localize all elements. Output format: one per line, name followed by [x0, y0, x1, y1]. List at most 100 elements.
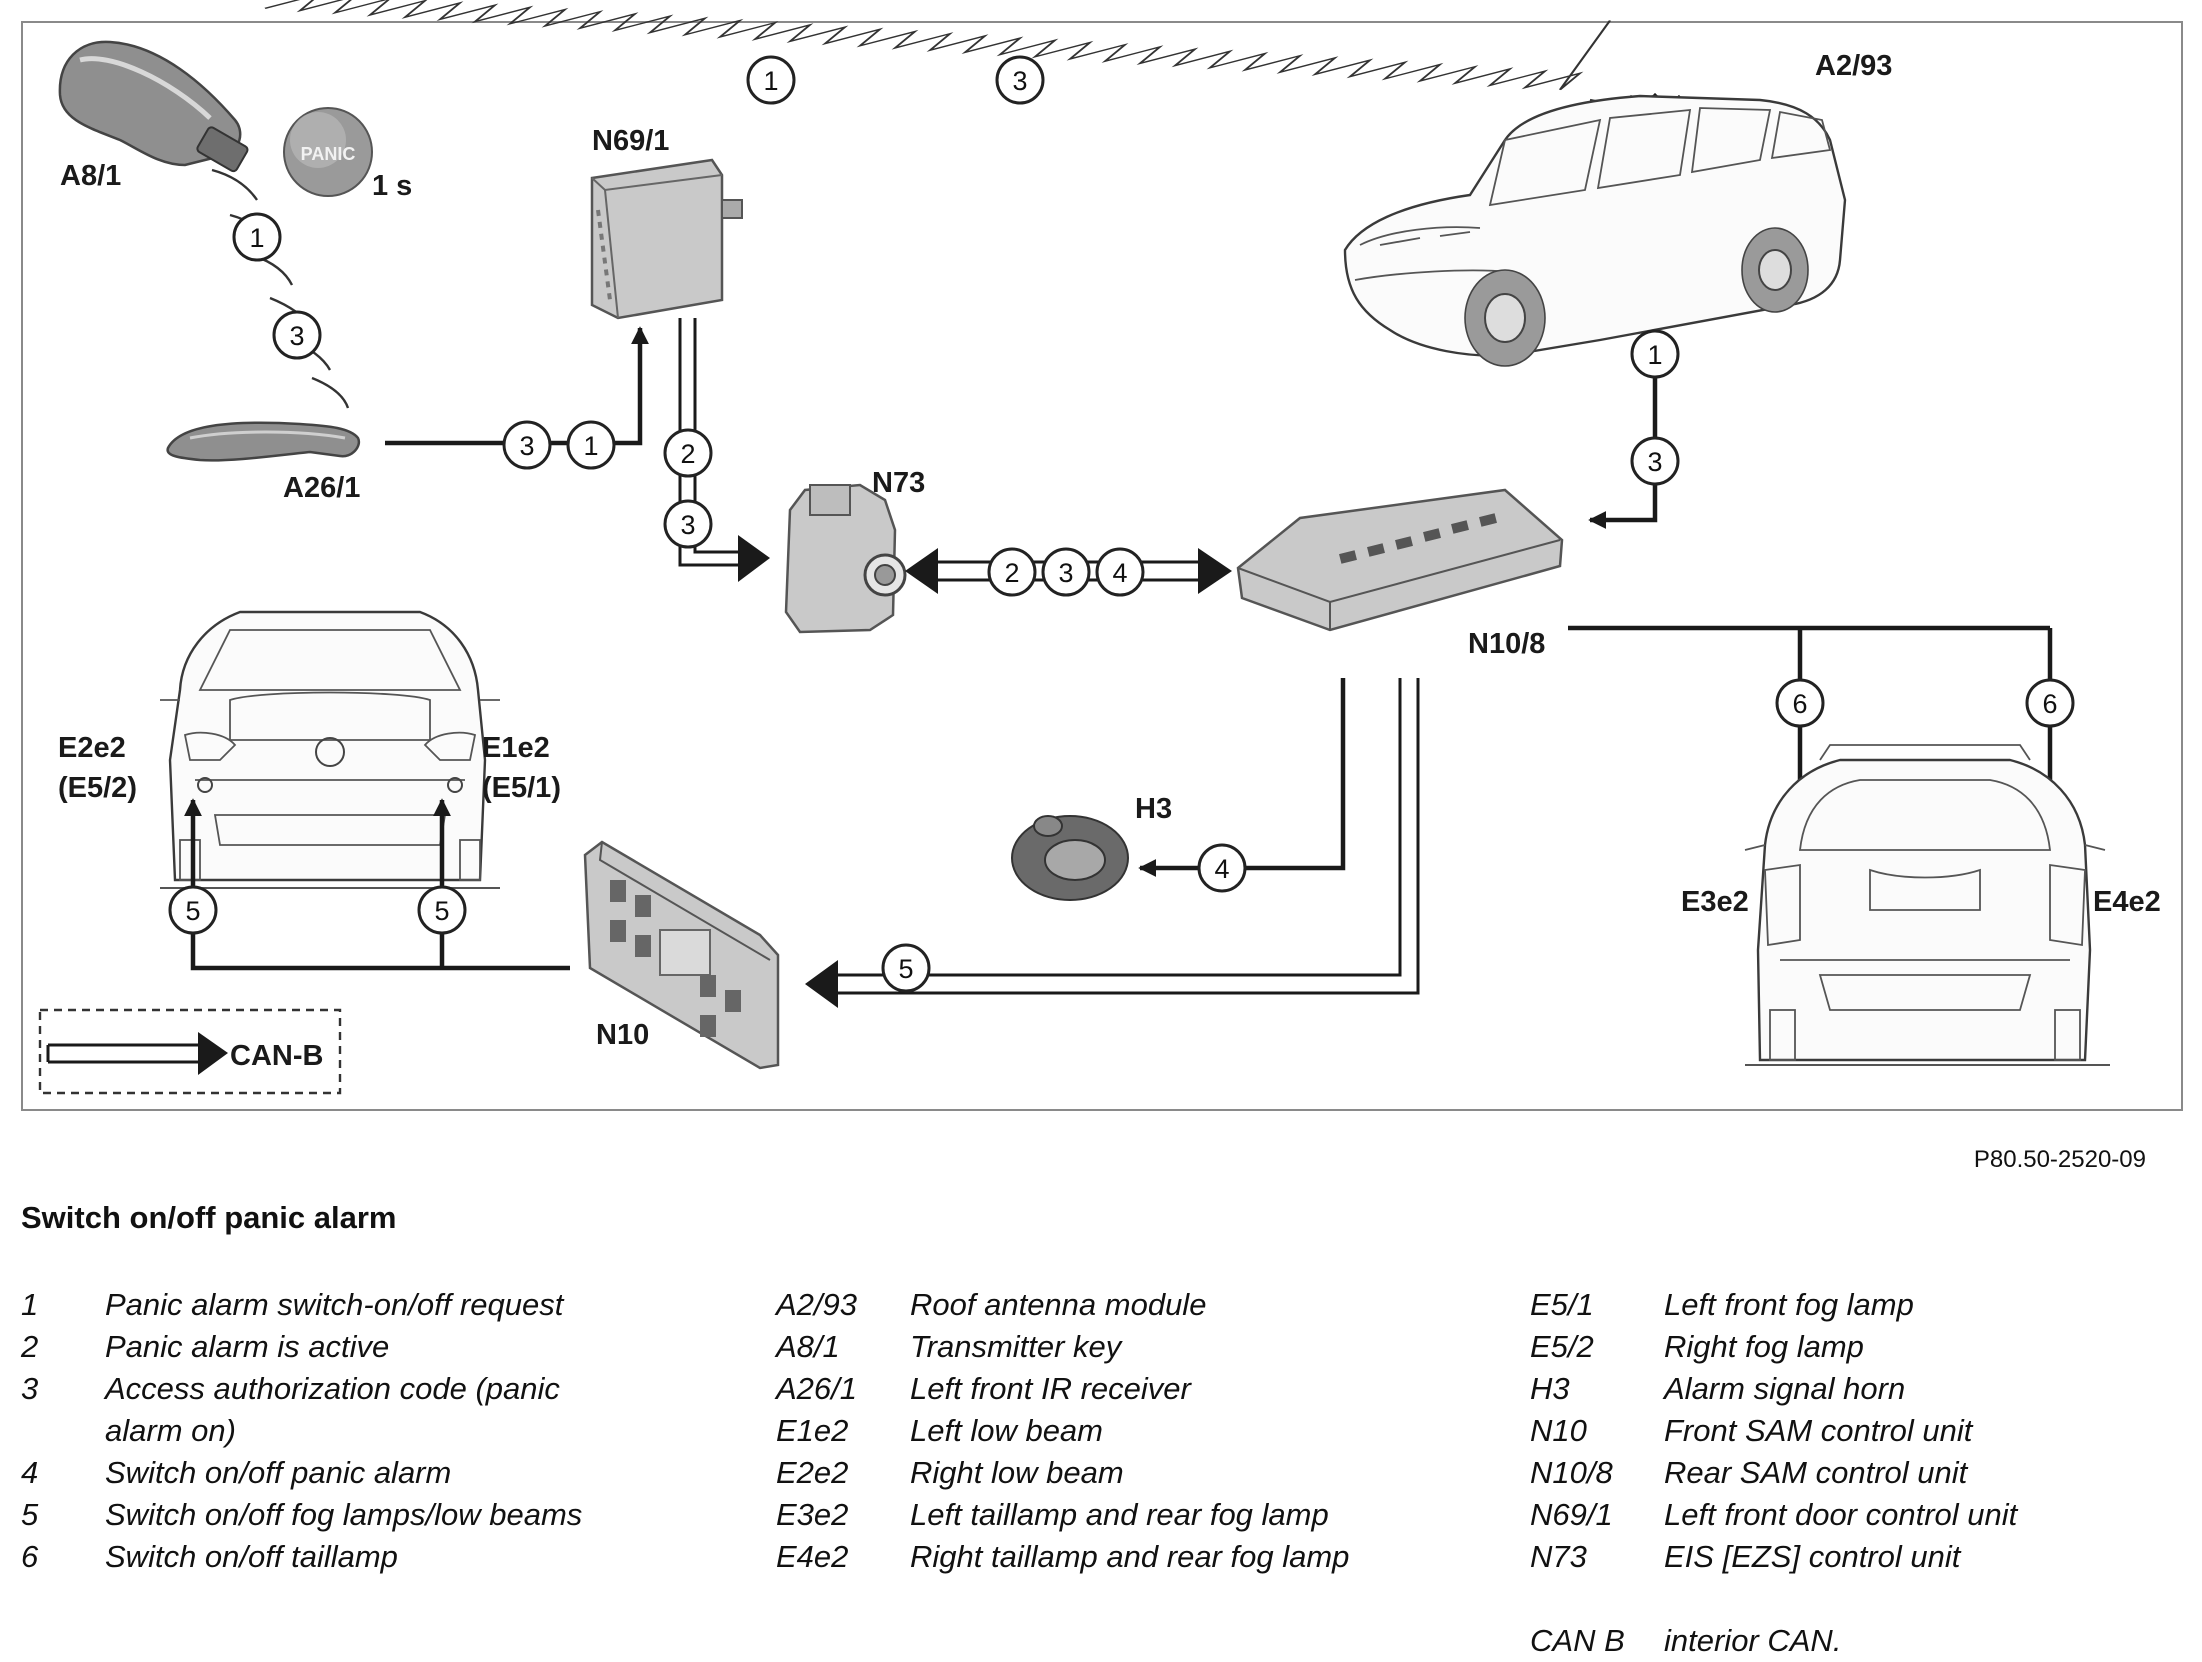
wire-antenna-to-n10-8	[1588, 510, 1658, 529]
marker-circle	[2025, 678, 2075, 728]
front-sam-control-unit-icon	[583, 840, 780, 1070]
transmitter-key-icon	[58, 40, 249, 173]
legend-value: Left front IR receiver	[910, 1371, 1191, 1406]
marker-circle	[663, 428, 713, 478]
radio-wave-to-antenna	[264, 0, 1612, 91]
marker-circle	[663, 499, 713, 549]
legend-key: E5/1	[1530, 1287, 1594, 1322]
label-h3: H3	[1135, 793, 1172, 825]
legend-key: A8/1	[776, 1329, 840, 1364]
marker-number: 1	[583, 431, 598, 461]
legend-key: N69/1	[1530, 1497, 1613, 1532]
wiring-diagram: A8/1 PANIC 1 s A26/1 N69/1	[21, 0, 2183, 1111]
legend-value: Panic alarm is active	[105, 1329, 390, 1364]
legend-value: Left taillamp and rear fog lamp	[910, 1497, 1329, 1532]
legend-key: 1	[21, 1287, 39, 1322]
label-n10: N10	[596, 1019, 649, 1051]
marker-circle	[272, 310, 322, 360]
label-e5-1: (E5/1)	[482, 772, 561, 804]
marker-number: 1	[249, 223, 264, 253]
legend-title: Switch on/off panic alarm	[21, 1200, 397, 1235]
marker-number: 5	[898, 954, 913, 984]
marker-6: 6	[2025, 678, 2075, 728]
legend-key: 4	[21, 1455, 39, 1490]
legend-value: Left front door control unit	[1664, 1497, 2018, 1532]
marker-circle	[417, 885, 467, 935]
marker-circle	[995, 55, 1045, 105]
marker-5: 5	[881, 943, 931, 993]
marker-number: 1	[1647, 340, 1662, 370]
legend-value: Switch on/off fog lamps/low beams	[105, 1497, 583, 1532]
legend-value: Front SAM control unit	[1664, 1413, 1973, 1448]
marker-circle	[1630, 329, 1680, 379]
label-a2-93: A2/93	[1815, 50, 1892, 82]
label-a26-1: A26/1	[283, 472, 360, 504]
legend-key: N10/8	[1530, 1455, 1613, 1490]
marker-4: 4	[1197, 843, 1247, 893]
legend-value: Transmitter key	[910, 1329, 1122, 1364]
ir-receiver-icon	[166, 421, 361, 462]
legend-key: N10	[1530, 1413, 1587, 1448]
marker-5: 5	[168, 885, 218, 935]
legend-key: E5/2	[1530, 1329, 1594, 1364]
marker-1: 1	[566, 420, 616, 470]
marker-circle	[232, 212, 282, 262]
label-e5-2: (E5/2)	[58, 772, 137, 804]
marker-number: 6	[1792, 689, 1807, 719]
legend-value: Switch on/off taillamp	[105, 1539, 398, 1574]
legend-row: A26/1 Left front IR receiver	[776, 1368, 1436, 1410]
marker-3: 3	[272, 310, 322, 360]
marker-circle	[881, 943, 931, 993]
marker-number: 6	[2042, 689, 2057, 719]
legend-gap	[1530, 1578, 2190, 1620]
legend-key: A26/1	[776, 1371, 858, 1406]
marker-number: 2	[1004, 558, 1019, 588]
panic-button-icon: PANIC	[283, 107, 373, 197]
legend-key: E1e2	[776, 1413, 849, 1448]
marker-1: 1	[1630, 329, 1680, 379]
legend-key: CAN B	[1530, 1623, 1625, 1658]
marker-circle	[1775, 678, 1825, 728]
alarm-horn-icon	[1011, 815, 1129, 901]
legend-row: CAN B interior CAN.	[1530, 1620, 2190, 1662]
can-line-n10-8-to-n10	[805, 678, 1420, 1008]
label-n10-8: N10/8	[1468, 628, 1545, 660]
can-b-legend-box	[38, 1008, 342, 1095]
label-panic-time: 1 s	[372, 170, 412, 202]
marker-number: 3	[1012, 66, 1027, 96]
marker-number: 3	[1058, 558, 1073, 588]
legend-value: interior CAN.	[1664, 1623, 1842, 1658]
label-n69-1: N69/1	[592, 125, 669, 157]
vehicle-front-view	[160, 610, 500, 889]
marker-circle	[566, 420, 616, 470]
legend-row: E3e2 Left taillamp and rear fog lamp	[776, 1494, 1436, 1536]
marker-3: 3	[663, 499, 713, 549]
marker-circle	[746, 55, 796, 105]
label-e1e2: E1e2	[482, 732, 550, 764]
legend-value: Right low beam	[910, 1455, 1124, 1490]
marker-4: 4	[1095, 547, 1145, 597]
legend-key: E3e2	[776, 1497, 849, 1532]
label-e3e2: E3e2	[1681, 886, 1749, 918]
marker-1: 1	[232, 212, 282, 262]
marker-5: 5	[417, 885, 467, 935]
marker-number: 2	[680, 439, 695, 469]
eis-control-unit-icon	[784, 483, 907, 634]
marker-number: 3	[289, 321, 304, 351]
marker-6: 6	[1775, 678, 1825, 728]
marker-circle	[168, 885, 218, 935]
marker-circle	[1095, 547, 1145, 597]
marker-3: 3	[1630, 436, 1680, 486]
legend-value: Alarm signal horn	[1664, 1371, 1906, 1406]
marker-number: 4	[1214, 854, 1229, 884]
